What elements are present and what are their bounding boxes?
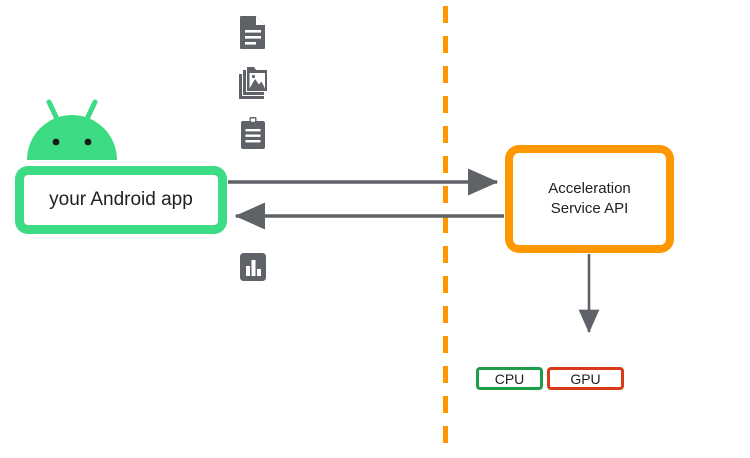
android-robot-head-icon xyxy=(23,98,121,166)
android-app-label: your Android app xyxy=(49,189,193,210)
api-label-line1: Acceleration xyxy=(548,179,631,197)
processor-chip-gpu[interactable]: GPU xyxy=(547,367,624,390)
api-label-line2: Service API xyxy=(550,200,629,217)
acceleration-service-api-box-inner: Acceleration Service API xyxy=(513,153,666,245)
photos-icon xyxy=(238,66,268,100)
android-app-box[interactable]: your Android app xyxy=(15,166,227,234)
bar-chart-icon xyxy=(239,252,267,282)
processor-chip-cpu-label: CPU xyxy=(494,370,525,387)
processor-chip-gpu-label: GPU xyxy=(570,370,601,387)
document-icon xyxy=(238,15,268,49)
processor-chip-cpu[interactable]: CPU xyxy=(476,367,543,390)
clipboard-icon xyxy=(238,116,268,150)
android-app-box-inner: your Android app xyxy=(24,175,218,225)
dashed-boundary-line xyxy=(443,0,448,458)
acceleration-service-api-box[interactable]: Acceleration Service API xyxy=(505,145,674,253)
